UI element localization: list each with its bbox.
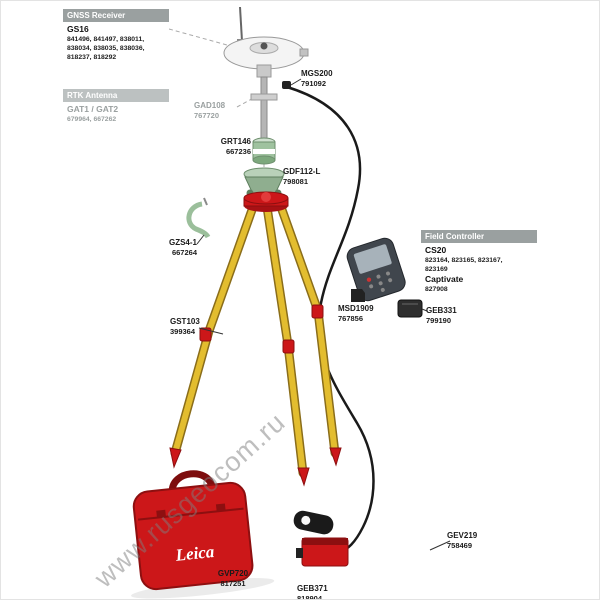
gnss-antenna-gs16	[223, 36, 309, 78]
label-gad108: GAD108 767720	[194, 101, 226, 120]
field-controller-model: CS20	[425, 245, 447, 255]
info-box-gnss-receiver: GNSS Receiver GS16 841496, 841497, 83801…	[63, 9, 169, 66]
cs20-controller	[346, 237, 406, 302]
mgs200-module	[282, 81, 291, 89]
label-gdf112: GDF112-L 798081	[283, 167, 321, 186]
field-controller-parts2: 827908	[425, 286, 448, 294]
label-gzs4: GZS4-1 667264	[168, 238, 197, 257]
label-geb331: GEB331 799190	[426, 306, 457, 325]
gnss-receiver-parts-line2: 838034, 838035, 838036,	[67, 45, 145, 53]
field-controller-parts-line2: 823169	[425, 266, 448, 274]
msd-card	[351, 289, 365, 302]
rtk-antenna-parts: 679964, 667262	[67, 116, 117, 124]
label-gst103: GST103 399364	[170, 317, 200, 336]
label-grt146: GRT146 667236	[220, 137, 251, 156]
label-geb371: GEB371 818904	[297, 584, 328, 600]
gad108-arm	[250, 93, 278, 101]
rtk-antenna-model: GAT1 / GAT2	[67, 104, 119, 114]
tripod-head	[243, 191, 289, 212]
field-controller-header: Field Controller	[421, 230, 537, 243]
gnss-receiver-model: GS16	[67, 24, 89, 34]
antenna-pole	[260, 76, 268, 140]
case-logo-text: Leica	[174, 542, 216, 565]
transport-case: Leica	[131, 470, 275, 599]
info-box-rtk-antenna: RTK Antenna GAT1 / GAT2 679964, 667262	[63, 89, 169, 128]
geb371-battery	[293, 510, 349, 567]
gnss-receiver-parts-line3: 818237, 818292	[67, 54, 117, 62]
info-box-field-controller: Field Controller CS20 823164, 823165, 82…	[421, 230, 537, 298]
label-gvp720: GVP720 817251	[217, 569, 249, 588]
gnss-receiver-header: GNSS Receiver	[63, 9, 169, 22]
field-controller-model2: Captivate	[425, 274, 464, 285]
gnss-receiver-parts-line1: 841496, 841497, 838011,	[67, 36, 145, 44]
label-gev219: GEV219 758469	[447, 531, 478, 550]
geb331-battery	[397, 299, 423, 318]
grt146-carrier	[252, 137, 276, 165]
tripod-leg-tips	[169, 304, 342, 487]
label-msd1909: MSD1909 767856	[338, 304, 374, 323]
leader-lines	[196, 78, 451, 551]
gzs4-holder	[186, 197, 211, 239]
field-controller-parts-line1: 823164, 823165, 823167,	[425, 257, 503, 265]
rtk-antenna-header: RTK Antenna	[63, 89, 169, 102]
label-mgs200: MGS200 791092	[301, 69, 333, 88]
